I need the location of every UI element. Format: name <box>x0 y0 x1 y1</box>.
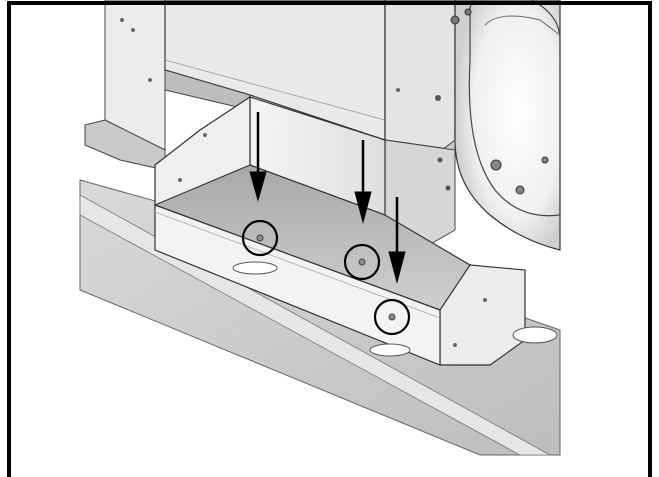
bolt <box>515 185 525 195</box>
fan-inlet-ring <box>468 0 561 217</box>
frame-hole <box>131 28 135 32</box>
frame-hole <box>120 18 124 22</box>
bolt <box>464 8 472 16</box>
fan-housing-panel <box>384 0 456 151</box>
fan-hole <box>396 88 400 92</box>
bolt <box>450 15 460 25</box>
tray-front-wall <box>154 204 441 366</box>
frame-hole <box>148 78 152 82</box>
fan-scroll <box>454 0 561 251</box>
circle-3 <box>373 298 411 336</box>
floor-opening <box>232 261 278 275</box>
bolt <box>490 159 502 171</box>
arrow-2 <box>354 140 372 224</box>
arrow-3 <box>388 197 406 284</box>
circle-1 <box>241 219 279 257</box>
bolt <box>541 156 549 164</box>
tray-hole-2 <box>358 258 366 266</box>
tray-hole-1 <box>256 234 264 242</box>
floor-opening <box>512 326 558 344</box>
circle-2 <box>343 243 381 281</box>
tray-hole-3 <box>388 313 396 321</box>
fan-hole <box>435 95 441 101</box>
arrow-1 <box>249 112 267 202</box>
floor-opening <box>369 343 411 357</box>
figure-border <box>7 1 652 477</box>
